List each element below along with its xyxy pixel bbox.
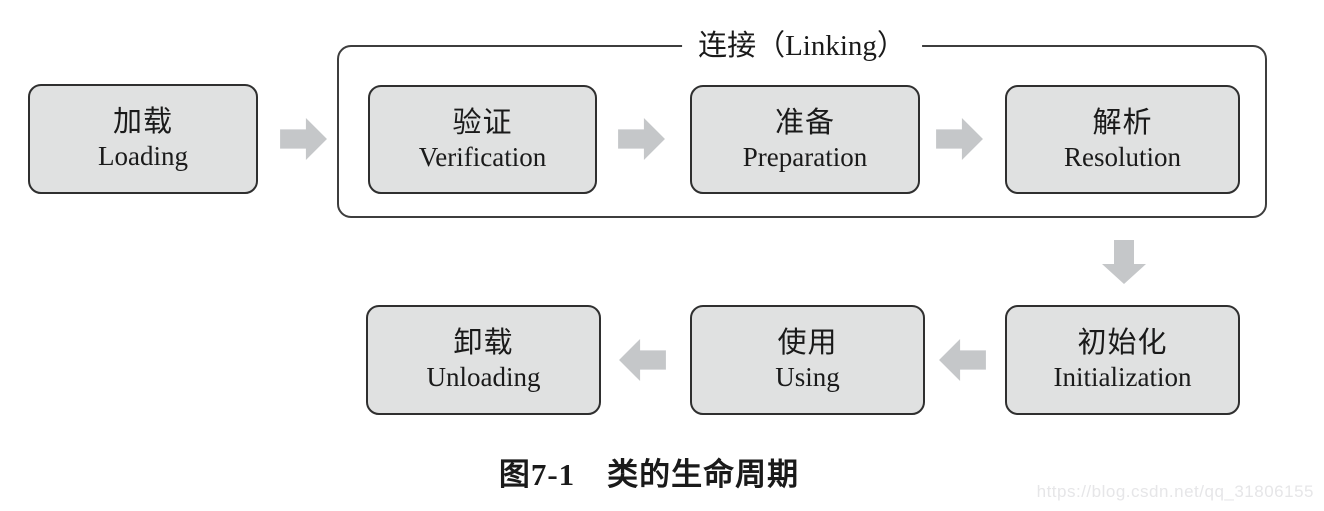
stage-box-verification: 验证 Verification: [368, 85, 597, 194]
arrow-right-icon: [618, 117, 665, 161]
loading-label-en: Loading: [98, 141, 188, 172]
flow-arrow-using-to-unloading: [618, 338, 666, 382]
watermark-url: https://blog.csdn.net/qq_31806155: [1036, 482, 1314, 501]
initialization-label-zh: 初始化: [1077, 327, 1168, 359]
flow-arrow-loading-to-verification: [280, 117, 328, 161]
arrow-right-icon: [280, 117, 327, 161]
loading-label-zh: 加载: [112, 106, 173, 138]
initialization-label-en: Initialization: [1053, 362, 1192, 393]
arrow-right-icon: [936, 117, 983, 161]
preparation-label-en: Preparation: [742, 141, 868, 172]
preparation-label-zh: 准备: [774, 106, 835, 139]
flow-arrow-preparation-to-resolution: [936, 117, 984, 161]
resolution-label-en: Resolution: [1063, 141, 1181, 172]
unloading-label-en: Unloading: [426, 362, 541, 393]
stage-box-resolution: 解析 Resolution: [1005, 85, 1240, 194]
stage-box-preparation: 准备 Preparation: [690, 85, 920, 194]
flow-arrow-initialization-to-using: [938, 338, 986, 382]
stage-box-loading: 加载 Loading: [28, 84, 258, 194]
verification-label-en: Verification: [418, 141, 547, 172]
stage-box-using: 使用 Using: [690, 305, 925, 415]
using-label-zh: 使用: [777, 327, 838, 359]
linking-group-label: 连接（Linking）: [682, 26, 922, 66]
flow-arrow-verification-to-preparation: [618, 117, 666, 161]
arrow-left-icon: [939, 338, 986, 382]
stage-box-initialization: 初始化 Initialization: [1005, 305, 1240, 415]
linking-group-container: 连接（Linking）: [337, 26, 1267, 218]
unloading-label-zh: 卸载: [453, 327, 514, 359]
figure-caption: 图7-1 类的生命周期: [498, 457, 800, 492]
flow-arrow-resolution-to-initialization: [1098, 240, 1150, 285]
arrow-left-icon: [619, 338, 666, 382]
resolution-label-zh: 解析: [1092, 106, 1153, 139]
using-label-en: Using: [775, 362, 840, 393]
stage-box-unloading: 卸载 Unloading: [366, 305, 601, 415]
verification-label-zh: 验证: [452, 106, 513, 139]
arrow-down-icon: [1102, 240, 1146, 284]
